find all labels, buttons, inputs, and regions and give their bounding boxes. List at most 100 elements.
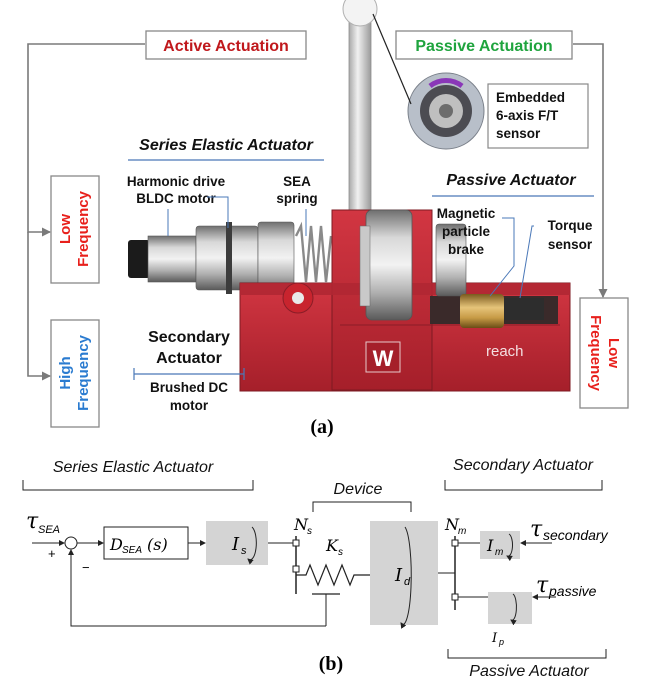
torque-sensor-label-line1: Torque [548,218,593,233]
active-actuation-box [145,30,307,60]
spring-ks-icon [296,563,370,587]
inertia-im-block [480,531,520,559]
passive-actuation-connectors [573,43,608,298]
low-frequency-right-line2: Frequency [587,315,604,392]
magnetic-brake [435,223,467,297]
tau-sea-symbol: τ [26,509,39,534]
low-frequency-left-box [50,175,100,284]
panel-b: Series Elastic Actuator Device Secondary… [22,457,609,680]
tau-secondary-subscript: secondary [543,527,609,543]
inertia-id-subscript: d [404,576,411,588]
bldc-motor-end [128,240,150,278]
controller-block [103,526,189,560]
harmonic-drive-label: Harmonic drive [127,174,226,189]
inertia-im-subscript: m [495,547,503,558]
panel-a-passive-title: Passive Actuator [446,172,576,189]
gear-ns-subscript: s [307,526,312,537]
tau-sea-subscript: SEA [38,524,60,536]
controller-arg: (s) [147,535,168,554]
bldc-motor-body [147,235,197,283]
gear-nm-symbol: N [444,515,460,534]
sea-spring-label-line1: SEA [283,174,311,189]
w-logo: W [365,341,401,373]
inertia-im-rotation-icon [506,533,513,562]
inertia-id-block [370,521,438,625]
reach-logo-text: reach [486,343,524,360]
low-frequency-right-box [579,297,629,409]
sensor-label-line1: Embedded [496,90,565,105]
sea-spring-label-line2: spring [276,191,317,206]
high-frequency-box [50,319,100,428]
tau-passive-symbol: τ [536,573,549,598]
bldc-motor-label: BLDC motor [136,191,216,206]
inertia-ip-symbol: I [491,631,498,646]
brake-label-line3: brake [448,242,485,257]
summing-junction [64,536,78,550]
inertia-ip-rotation-icon [510,593,517,626]
sensor-label-line3: sensor [496,126,541,141]
torque-sensor-body [460,294,504,328]
panel-a-sea-title: Series Elastic Actuator [139,137,313,154]
inertia-is-symbol: I [231,534,240,555]
secondary-label-line2: Actuator [156,350,222,367]
panel-b-passive-title: Passive Actuator [469,663,589,680]
svg-text:W: W [373,346,394,371]
brushed-dc-label-line2: motor [170,398,209,413]
spring-ks-symbol: K [325,536,339,555]
sum-plus-sign: + [48,546,56,561]
low-frequency-right-line1: Low [605,338,622,368]
inertia-id-rotation-icon [400,526,412,629]
active-actuation-connectors [27,43,145,381]
tau-passive-subscript: passive [548,583,597,599]
sea-spring-coil [294,221,333,283]
panel-b-device-title: Device [334,481,383,498]
harmonic-drive-ring [226,222,232,294]
bldc-pointer [207,196,229,228]
inertia-ip-subscript: p [498,637,504,647]
tau-secondary-symbol: τ [530,517,543,542]
sensor-label-line2: 6-axis F/T [496,108,559,123]
main-disc [365,209,413,321]
spring-ks-subscript: s [338,547,343,558]
torque-sensor-label-line2: sensor [548,237,593,252]
panel-b-secondary-title: Secondary Actuator [453,457,594,474]
inertia-ip-block [488,592,532,624]
controller-d: D [109,535,123,554]
brake-label-line1: Magnetic [437,206,496,221]
passive-actuation-label: Passive Actuation [415,38,552,55]
feedback-line [68,549,326,627]
brushed-dc-label-line1: Brushed DC [150,380,228,395]
panel-b-sea-title: Series Elastic Actuator [53,459,214,476]
panel-b-secondary-bracket [444,480,603,491]
gear-ns-symbol: N [293,515,309,534]
torque-sensor-shaft [504,298,544,320]
sensor-inset: Embedded 6-axis F/T sensor [372,13,589,150]
inertia-is-block [206,521,268,565]
secondary-label-line1: Secondary [148,329,230,346]
torque-sensor-pointer [519,225,534,299]
brake-pointer [489,217,515,297]
low-frequency-left-line1: Low [57,214,74,244]
panel-a: Active Actuation Passive Actuation Low F… [27,0,629,438]
inertia-id-symbol: I [394,565,403,586]
sum-minus-sign: − [82,560,90,575]
high-frequency-line2: Frequency [75,334,92,411]
inertia-is-subscript: s [241,545,247,557]
low-frequency-left-line2: Frequency [75,190,92,267]
handle-sphere [342,0,378,27]
passive-actuation-box [395,30,573,60]
sensor-label-box [487,83,589,149]
caption-b: (b) [319,653,343,675]
inertia-im-symbol: I [486,536,494,555]
gear-nm-subscript: m [458,526,466,537]
inertia-is-rotation-icon [247,526,257,565]
active-actuation-label: Active Actuation [163,38,289,55]
controller-subscript: SEA [122,545,142,556]
panel-b-passive-bracket [447,649,607,659]
high-frequency-line1: High [57,356,74,389]
brake-label-line2: particle [442,224,491,239]
device-photo: W reach [128,0,571,392]
caption-a: (a) [310,416,333,438]
